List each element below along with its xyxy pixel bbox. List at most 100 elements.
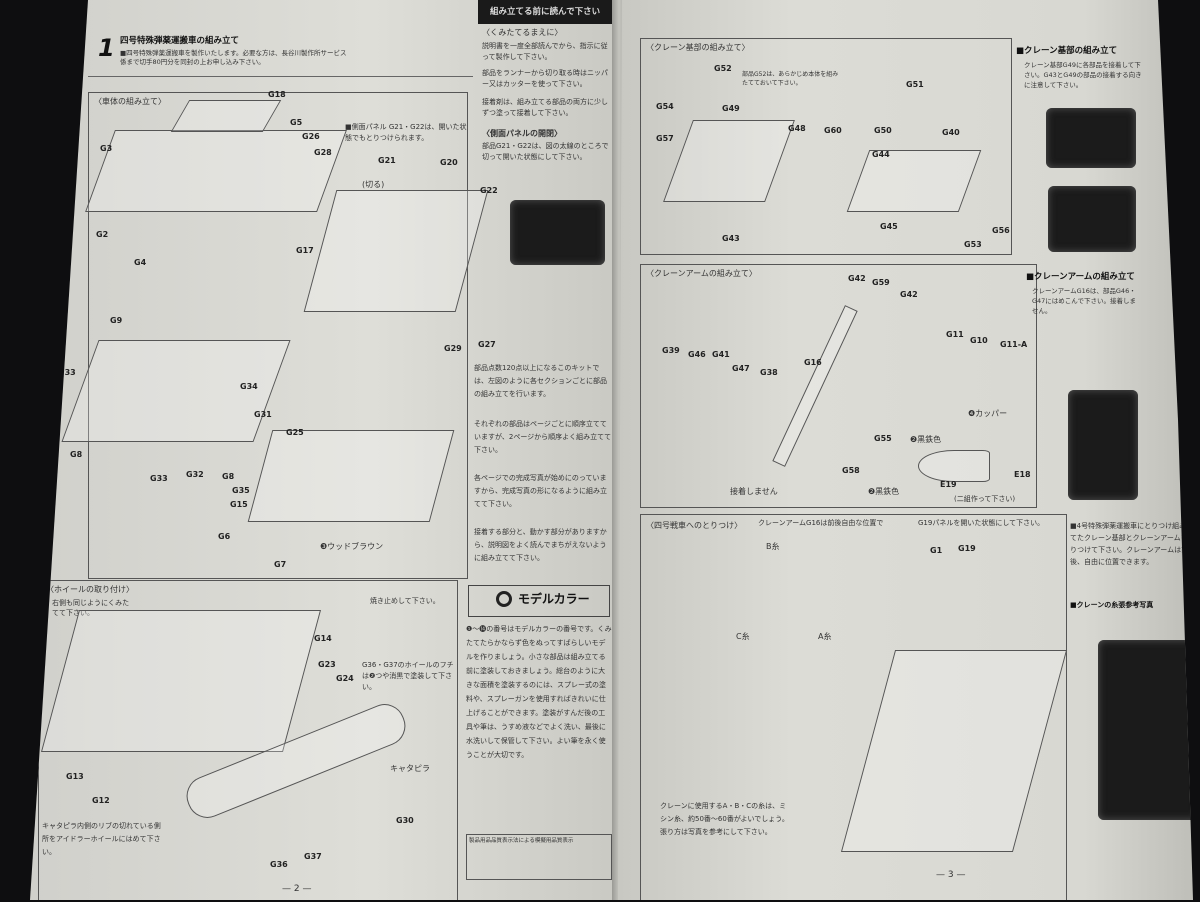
part-label: G46 [688,350,706,359]
right-page: 〈クレーン基部の組み立て〉 部品G52は、あらかじめ本体を組みたてておいて下さい… [618,0,1193,900]
deck-drawing [170,100,282,132]
parts-note: 接着する部分と、動かす部分がありますから、説明図をよく読んでまちがえないように組… [474,528,607,562]
part-label: G11-A [1000,340,1028,349]
page-number: — 3 — [936,870,966,880]
part-label: G2 [96,230,109,239]
shell-drawing [918,450,990,482]
part-label: G36 [270,860,288,869]
side-base-text: クレーン基部G49に各部品を接着して下さい。G43とG49の部品の接着する向きに… [1024,61,1142,89]
part-label: G35 [232,486,250,495]
page-number: — 2 — [282,884,312,894]
part-label: G43 [722,234,740,243]
part-label: G37 [304,852,322,861]
e19-note: (二組作って下さい) [954,495,1016,503]
part-label: G47 [732,364,750,373]
panel-crane-base [640,38,1012,255]
part-label: G22 [480,186,498,195]
part-label: G7 [274,560,287,569]
model-color-box [468,585,610,617]
read-first-item: 説明書を一度全部読んでから、指示に従って製作して下さい。 [482,42,608,61]
thread-b: B糸 [766,542,780,551]
side-photo-title: ■クレーンの糸張参考写真 [1070,601,1154,609]
part-label: E18 [1014,470,1031,479]
part-label: G40 [942,128,960,137]
part-label: G17 [296,246,314,255]
part-label: G8 [222,472,235,481]
panel-body-assembly [88,92,468,579]
part-label: G23 [318,660,336,669]
thread-note: クレーンに使用するA・B・Cの糸は、ミシン糸、約50番〜60番がよいでしょう。張… [660,802,789,836]
part-label: G42 [848,274,866,283]
part-label: G24 [336,674,354,683]
part-label: G11 [946,330,964,339]
part-label: G19 [958,544,976,553]
part-label: G8 [70,450,83,459]
part-label: G44 [872,150,890,159]
part-label: G57 [656,134,674,143]
wheel-note: 右側も同じようにくみたてて下さい。 [52,599,130,617]
parts-note: それぞれの部品はページごとに順序立てていますが、2ページから順序よく組み立てて下… [474,420,612,454]
parts-note: 各ページでの完成写真が始めにのっていますから、完成写真の形になるように組み立てて… [474,474,607,508]
header-rule [88,76,473,77]
part-label: G45 [880,222,898,231]
part-label: G27 [478,340,496,349]
part-label: G10 [970,336,988,345]
part-label: G9 [110,316,123,325]
part-label: G3 [100,144,113,153]
part-label: G50 [874,126,892,135]
part-label: G5 [290,118,303,127]
read-first-header [478,0,614,24]
left-page: 1 四号特殊弾薬運搬車の組み立て ■四号特殊弾薬運搬車を製作いたします。必要な方… [30,0,620,900]
part-label: G51 [906,80,924,89]
step-number: 1 [98,34,115,62]
black-label: ❷黒鉄色 [910,435,942,444]
crane-base-assembly-drawing [846,150,982,212]
part-label: G28 [314,148,332,157]
footer-box: 製品用品品質表示法による模擬用品質表示 [466,834,612,880]
part-label: G20 [440,158,458,167]
side-panel-open-title: 〈側面パネルの開閉〉 [482,129,562,138]
crane-base-photo [1048,186,1136,252]
cut-label: (切る) [362,180,385,189]
panel-mount-title: 〈四号戦車へのとりつけ〉 [646,521,743,530]
part-label: G21 [378,156,396,165]
part-label: G55 [874,434,892,443]
side-panel-open-text: 部品G21・G22は、図の太線のところで切って開いた状態にして下さい。 [482,142,609,161]
step-title: 四号特殊弾薬運搬車の組み立て [120,36,240,46]
step-note: ■四号特殊弾薬運搬車を製作いたします。必要な方は、長谷川製作所サービス係まで切手… [120,49,347,66]
track-note: キャタピラ内側のリブの切れている側所をアイドラーホイールにはめて下さい。 [42,822,161,856]
part-label: G15 [230,500,248,509]
part-label: G58 [842,466,860,475]
part-label: G56 [992,226,1010,235]
crane-arm-photo [1068,390,1138,500]
part-label: G33 [58,368,76,377]
part-label: G34 [240,382,258,391]
read-first-item: 接着剤は、組み立てる部品の両方に少しずつ塗って接着して下さい。 [482,98,608,117]
copper-label: ❹カッパー [968,409,1008,418]
part-label: G29 [444,344,462,353]
mount-note: クレーンアームG16は前後自由な位置で [758,519,884,527]
part-label: G31 [254,410,272,419]
g19-note: G19パネルを開いた状態にして下さい。 [918,519,1045,527]
part-label: G42 [900,290,918,299]
panel-mount [640,514,1067,900]
black-label: ❷黒鉄色 [868,487,900,496]
panel-base-title: 〈クレーン基部の組み立て〉 [646,43,750,52]
tank-drawing [40,610,322,752]
spring-note: 焼き止めして下さい。 [370,597,440,605]
hull-drawing [85,130,347,212]
read-first-sub: 〈くみたてるまえに〉 [482,28,563,37]
part-label: G13 [66,772,84,781]
model-color-logo [496,591,512,607]
part-label: G59 [872,278,890,287]
part-label: G48 [788,124,806,133]
part-label: G60 [824,126,842,135]
part-label: G30 [396,816,414,825]
crane-base-photo [1046,108,1136,168]
part-label: G53 [964,240,982,249]
side-base-title: ■クレーン基部の組み立て [1016,46,1118,56]
part-label: G52 [714,64,732,73]
part-label: G54 [656,102,674,111]
panel-crane-arm [640,264,1037,508]
read-first-item: 部品をランナーから切り取る時はニッパー又はカッターを使って下さい。 [482,69,608,88]
